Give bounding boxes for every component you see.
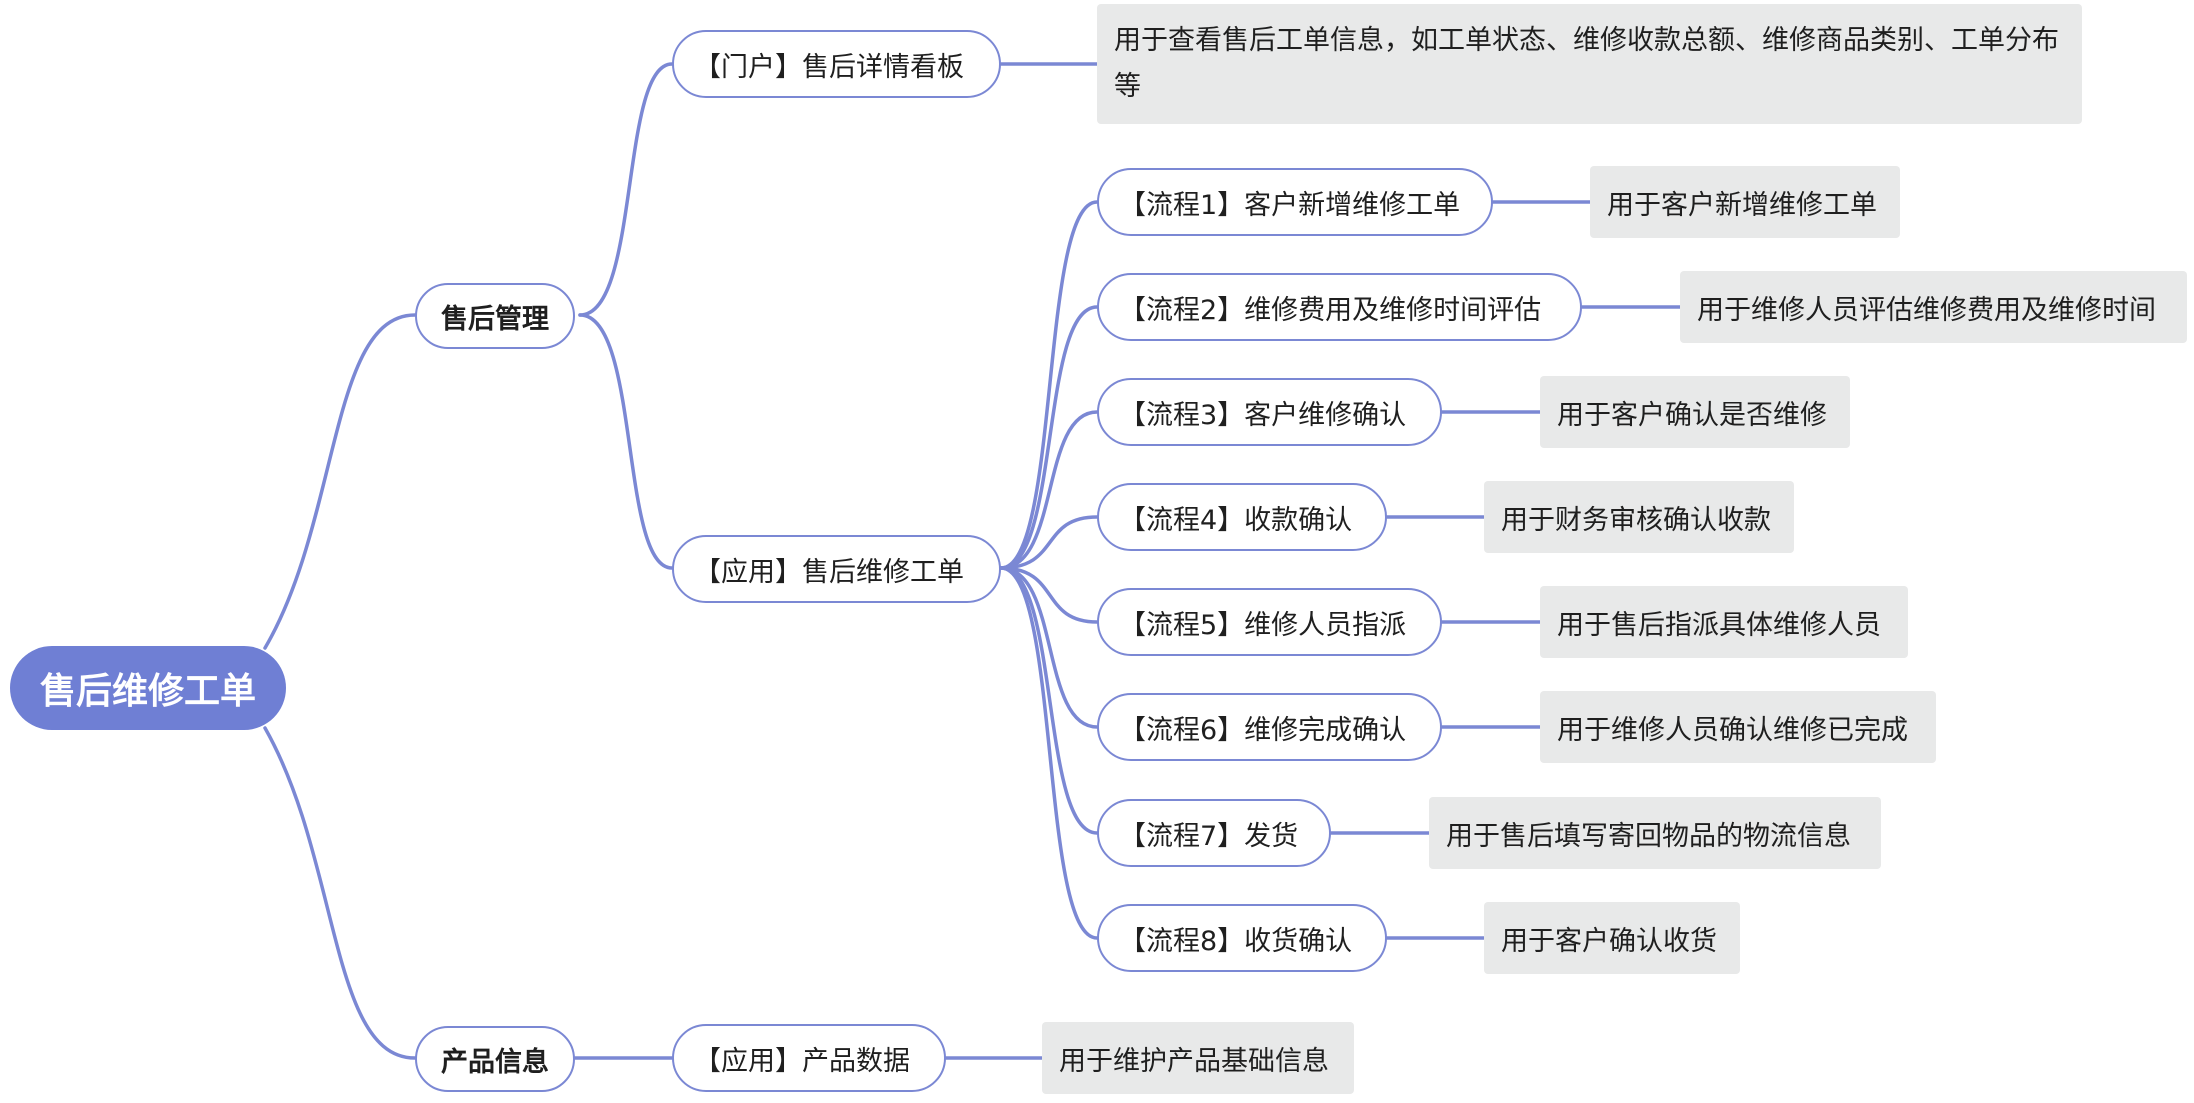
- connector-app-step4: [999, 515, 1099, 570]
- topic-product-info[interactable]: 产品信息: [415, 1026, 575, 1092]
- connector-app-step6: [999, 566, 1099, 729]
- topic-step-6[interactable]: 【流程6】维修完成确认: [1097, 693, 1442, 761]
- note-portal-dashboard: 用于查看售后工单信息，如工单状态、维修收款总额、维修商品类别、工单分布等: [1097, 4, 2082, 124]
- root-topic[interactable]: 售后维修工单: [10, 646, 286, 730]
- topic-step-8[interactable]: 【流程8】收货确认: [1097, 904, 1387, 972]
- note-step-3: 用于客户确认是否维修: [1540, 376, 1850, 448]
- topic-step-7[interactable]: 【流程7】发货: [1097, 799, 1331, 867]
- note-product-data: 用于维护产品基础信息: [1042, 1022, 1354, 1094]
- topic-step-5[interactable]: 【流程5】维修人员指派: [1097, 588, 1442, 656]
- connector-app-step1: [999, 200, 1099, 570]
- connector-app-step8: [999, 566, 1099, 940]
- topic-step-2[interactable]: 【流程2】维修费用及维修时间评估: [1097, 273, 1582, 341]
- connector-app-step2: [999, 305, 1099, 570]
- note-step-6: 用于维修人员确认维修已完成: [1540, 691, 1936, 763]
- note-step-1: 用于客户新增维修工单: [1590, 166, 1900, 238]
- connector-root-product: [263, 726, 417, 1060]
- note-step-5: 用于售后指派具体维修人员: [1540, 586, 1908, 658]
- connector-aftersales-app: [578, 313, 674, 570]
- topic-step-4[interactable]: 【流程4】收款确认: [1097, 483, 1387, 551]
- topic-portal-dashboard[interactable]: 【门户】售后详情看板: [672, 30, 1001, 98]
- note-step-2: 用于维修人员评估维修费用及维修时间: [1680, 271, 2187, 343]
- note-step-8: 用于客户确认收货: [1484, 902, 1740, 974]
- topic-step-3[interactable]: 【流程3】客户维修确认: [1097, 378, 1442, 446]
- note-step-4: 用于财务审核确认收款: [1484, 481, 1794, 553]
- connector-root-aftersales: [263, 313, 417, 650]
- connector-app-step5: [999, 566, 1099, 624]
- topic-repair-workorder-app[interactable]: 【应用】售后维修工单: [672, 535, 1001, 603]
- connector-aftersales-portal: [578, 62, 674, 317]
- topic-aftersales-management[interactable]: 售后管理: [415, 283, 575, 349]
- connector-app-step7: [999, 566, 1099, 835]
- note-step-7: 用于售后填写寄回物品的物流信息: [1429, 797, 1881, 869]
- topic-step-1[interactable]: 【流程1】客户新增维修工单: [1097, 168, 1493, 236]
- topic-product-data-app[interactable]: 【应用】产品数据: [672, 1024, 946, 1092]
- connector-app-step3: [999, 410, 1099, 570]
